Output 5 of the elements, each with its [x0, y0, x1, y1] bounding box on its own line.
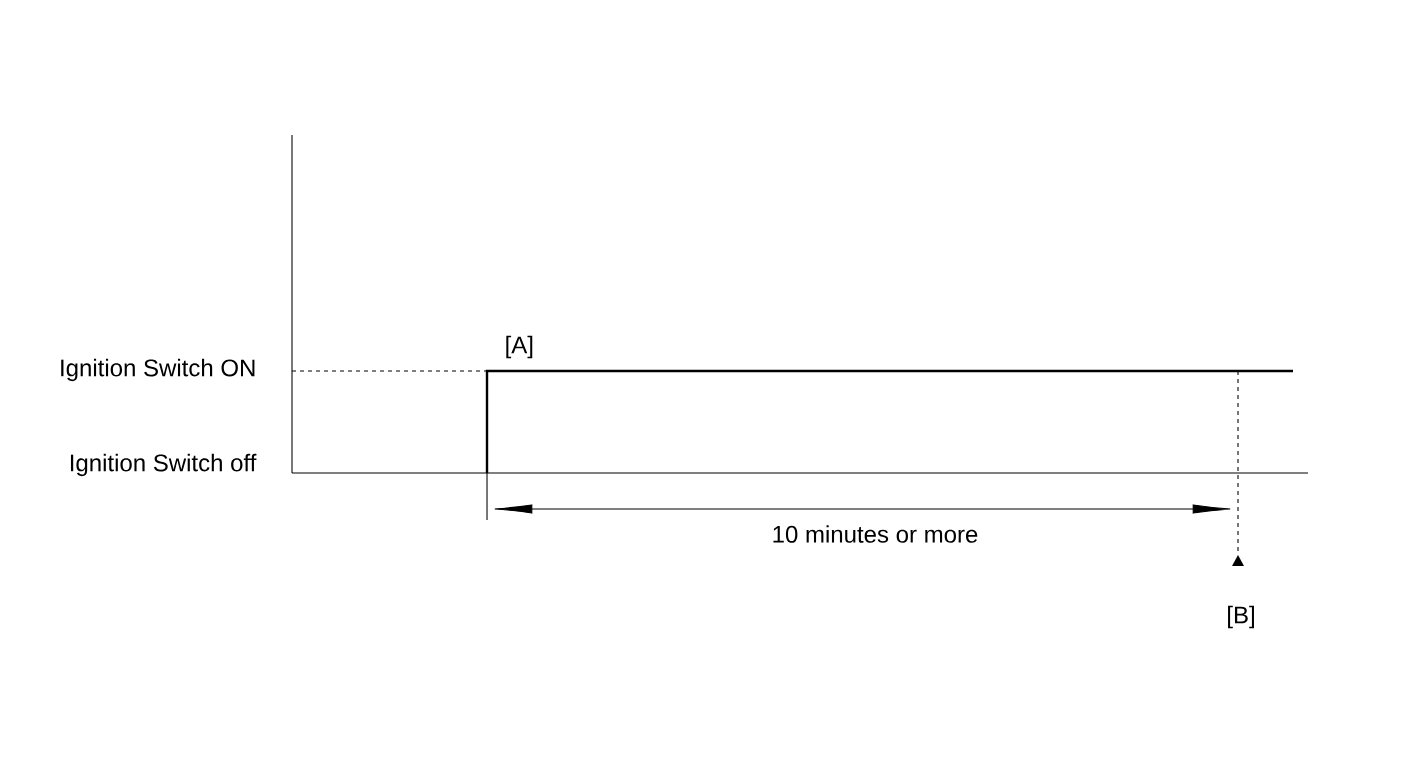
point-label: [A]: [506, 335, 533, 359]
level-label: Ignition Switch ON: [61, 358, 255, 382]
point-label: [B]: [1228, 605, 1254, 629]
level-label: Ignition Switch off: [70, 453, 257, 477]
dimension-label: 10 minutes or more: [773, 525, 978, 543]
